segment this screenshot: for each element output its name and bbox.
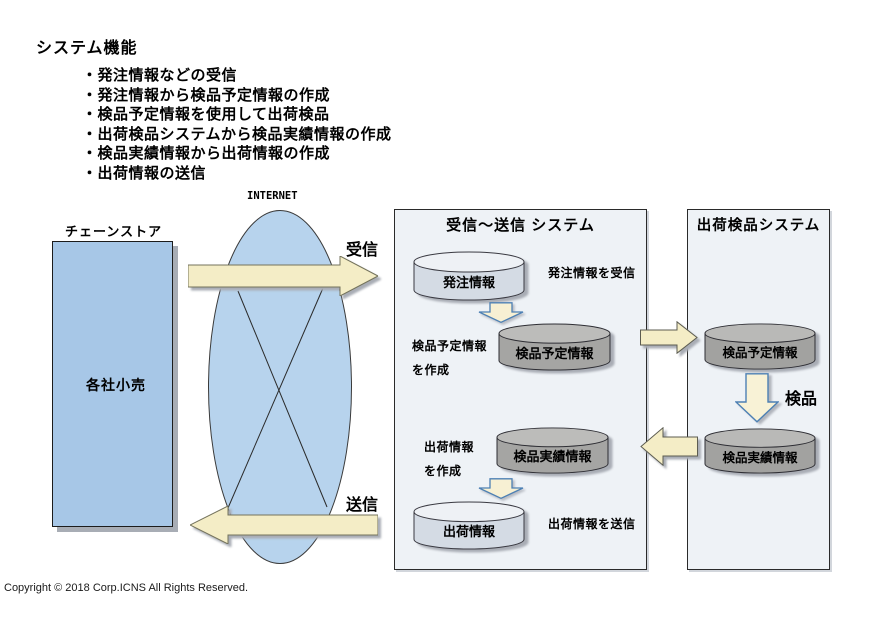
receive-arrow-icon	[188, 256, 378, 296]
send-label: 送信	[346, 497, 379, 514]
down-arrow-icon	[478, 302, 524, 323]
cylinder-shape	[413, 251, 525, 301]
shipping-inspection-system-title: 出荷検品システム	[696, 218, 821, 234]
result-info-cylinder-right: 検品実績情報	[704, 428, 816, 474]
receive-send-system-title: 受信～送信 システム	[446, 217, 595, 234]
copyright-text: Copyright © 2018 Corp.ICNS All Rights Re…	[4, 582, 249, 594]
cylinder-shape	[496, 427, 609, 474]
inspection-down-arrow-icon	[735, 373, 779, 423]
to-middle-arrow-icon	[640, 427, 698, 466]
cylinder-label: 発注情報	[442, 274, 495, 290]
note-create-ship: 出荷情報	[424, 440, 475, 454]
cylinder-label: 検品実績情報	[513, 449, 592, 464]
function-item: ・検品実績情報から出荷情報の作成	[82, 145, 331, 162]
chain-store-box: 各社小売	[52, 241, 173, 527]
cylinder-label: 検品予定情報	[515, 345, 594, 361]
ship-info-cylinder: 出荷情報	[413, 501, 525, 550]
chain-store-label: チェーンストア	[65, 224, 163, 239]
function-list: ・発注情報などの受信 ・発注情報から検品予定情報の作成 ・検品予定情報を使用して…	[82, 66, 392, 183]
order-info-cylinder: 発注情報	[413, 251, 525, 301]
receive-label: 受信	[346, 242, 379, 259]
note-create-ship: を作成	[424, 464, 462, 478]
note-create-plan: 検品予定情報	[412, 339, 488, 353]
to-inspection-arrow-icon	[640, 321, 698, 354]
note-receive-order: 発注情報を受信	[548, 266, 636, 280]
internet-label: INTERNET	[247, 190, 298, 202]
function-item: ・出荷情報の送信	[82, 164, 207, 182]
send-arrow-icon	[190, 506, 378, 544]
cylinder-shape	[413, 501, 525, 550]
plan-info-cylinder-right: 検品予定情報	[704, 323, 816, 370]
function-item: ・検品予定情報を使用して出荷検品	[82, 106, 330, 123]
plan-info-cylinder: 検品予定情報	[498, 323, 611, 371]
function-item: ・出荷検品システムから検品実績情報の作成	[82, 125, 392, 143]
cylinder-shape	[498, 323, 611, 371]
function-item: ・発注情報から検品予定情報の作成	[82, 86, 331, 104]
inspection-label: 検品	[785, 391, 818, 408]
cylinder-label: 検品予定情報	[722, 346, 798, 360]
down-arrow-icon	[478, 478, 524, 499]
shipping-inspection-system-box: 出荷検品システム 検品予定情報 検品 検品実績情報	[687, 209, 830, 570]
receive-send-system-box: 受信～送信 システム 発注情報 発注情報を受信 検品予定情報 検品予定情報 を作…	[394, 209, 647, 570]
cylinder-shape	[704, 428, 816, 474]
cylinder-label: 検品実績情報	[722, 450, 798, 465]
result-info-cylinder: 検品実績情報	[496, 427, 609, 474]
internet-cloud-ellipse	[208, 210, 352, 564]
page-title: システム機能	[36, 40, 138, 57]
note-create-plan: を作成	[412, 363, 450, 377]
retail-label: 各社小売	[86, 377, 146, 393]
cylinder-label: 出荷情報	[442, 524, 495, 539]
note-send-ship: 出荷情報を送信	[548, 517, 636, 531]
function-item: ・発注情報などの受信	[82, 67, 238, 84]
cylinder-shape	[704, 323, 816, 370]
